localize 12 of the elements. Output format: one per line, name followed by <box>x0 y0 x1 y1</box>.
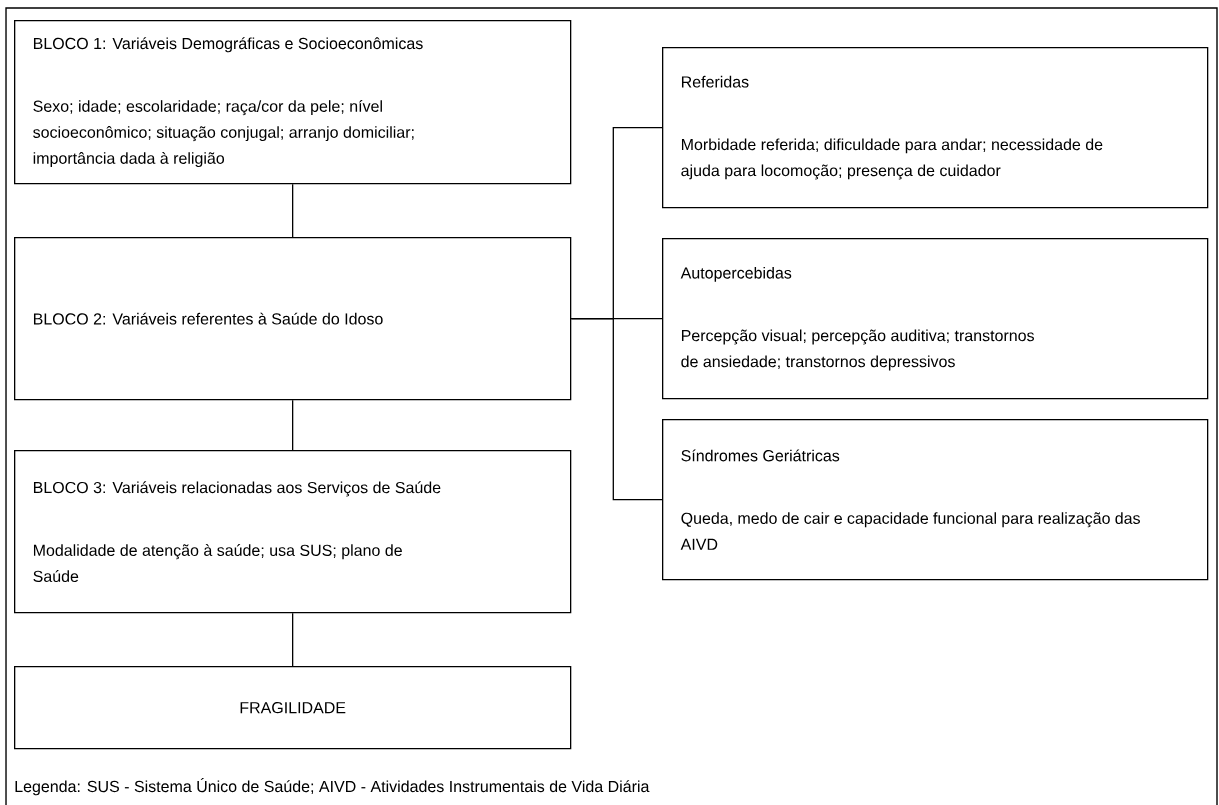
legend-note: Legenda: SUS - Sistema Único de Saúde; AIVD - Atividades Instrumentais de Vida Diária <box>15 778 650 796</box>
block-box: Autopercebidas Percepção visual; percepção auditiva; transtornos de ansiedade; transtornos depressivos <box>662 238 1209 400</box>
block-box: Referidas Morbidade referida; dificuldade para andar; necessidade de ajuda para locomoção; presença de cuidador <box>662 47 1209 209</box>
block-box: BLOCO 1: Variáveis Demográficas e Socioeconômicas Sexo; idade; escolaridade; raça/cor da pele; nível socioeconômico; situação conjugal; arranjo domiciliar; importância dada à religião <box>14 20 572 185</box>
block-box: Síndromes Geriátricas Queda, medo de cair e capacidade funcional para realização das AIVD <box>662 419 1209 581</box>
block-box: FRAGILIDADE <box>14 666 572 750</box>
connector-line <box>292 612 294 667</box>
connector-line <box>292 183 294 238</box>
block-box: BLOCO 2: Variáveis referentes à Saúde do Idoso <box>14 237 572 401</box>
block-box: BLOCO 3: Variáveis relacionadas aos Serviços de Saúde Modalidade de atenção à saúde; usa SUS; plano de Saúde <box>14 450 572 614</box>
connector-line <box>570 318 663 501</box>
connector-line <box>292 399 294 451</box>
